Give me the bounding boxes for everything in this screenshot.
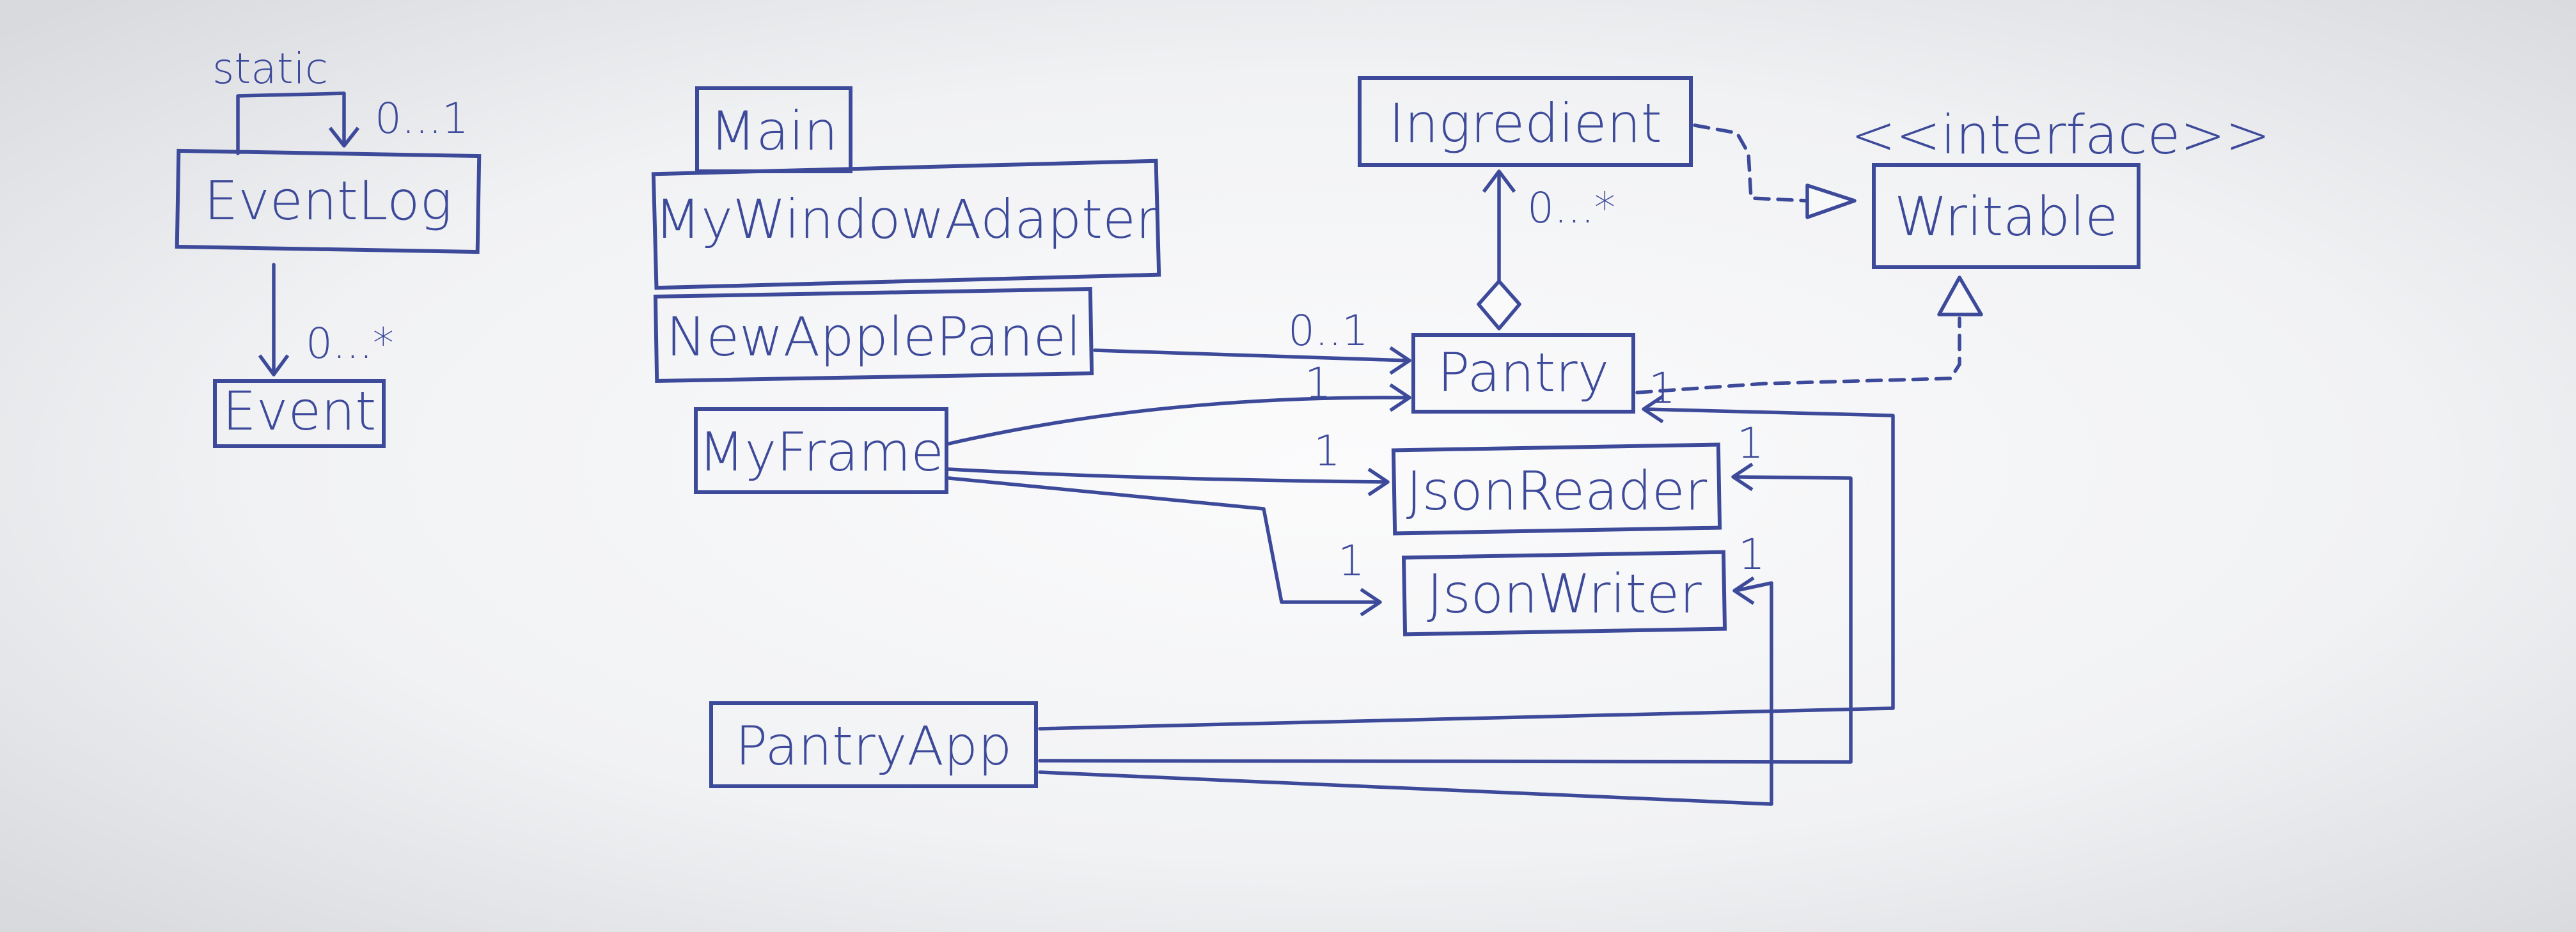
class-mywindowadapter-label: MyWindowAdapter <box>655 188 1158 251</box>
myframe-jsonwriter-multiplicity: 1 <box>1338 536 1365 586</box>
eventlog-self-multiplicity: 0...1 <box>375 94 469 143</box>
class-eventlog: EventLog <box>175 148 482 254</box>
class-jsonreader: JsonReader <box>1391 442 1722 536</box>
class-pantry: Pantry <box>1411 333 1635 414</box>
pantryapp-pantry-multiplicity: 1 <box>1649 364 1676 413</box>
class-newapplepanel-label: NewApplePanel <box>666 306 1081 368</box>
pantryapp-jsonreader-multiplicity: 1 <box>1737 419 1764 468</box>
class-newapplepanel: NewApplePanel <box>653 287 1094 383</box>
class-eventlog-label: EventLog <box>204 169 452 232</box>
class-main-label: Main <box>710 100 838 162</box>
pantryapp-jsonwriter-multiplicity: 1 <box>1738 530 1765 579</box>
class-jsonreader-label: JsonReader <box>1406 460 1708 522</box>
eventlog-static-label: static <box>212 44 328 93</box>
edge-newapplepanel-pantry: 0..1 <box>1093 306 1411 375</box>
edge-pantry-writable <box>1635 276 1983 394</box>
edge-myframe-pantry: 1 <box>947 359 1411 446</box>
edge-eventlog-self: static 0...1 <box>212 44 469 155</box>
class-jsonwriter-label: JsonWriter <box>1427 563 1702 625</box>
class-main: Main <box>695 86 852 173</box>
class-pantryapp: PantryApp <box>709 701 1038 788</box>
edge-eventlog-event: 0...* <box>258 263 394 377</box>
class-ingredient: Ingredient <box>1358 76 1693 167</box>
edge-pantryapp-pantry: 1 <box>1038 364 1895 731</box>
class-ingredient-label: Ingredient <box>1388 92 1661 155</box>
class-event-label: Event <box>223 380 377 442</box>
class-myframe: MyFrame <box>694 407 948 494</box>
class-mywindowadapter: MyWindowAdapter <box>651 159 1161 290</box>
class-writable: <<interface>> Writable <box>1851 104 2270 269</box>
class-pantry-label: Pantry <box>1438 341 1610 404</box>
class-myframe-label: MyFrame <box>698 421 944 483</box>
class-pantryapp-label: PantryApp <box>735 715 1012 777</box>
edge-myframe-jsonwriter: 1 <box>947 476 1382 617</box>
edge-myframe-jsonreader: 1 <box>947 426 1390 497</box>
class-writable-label: Writable <box>1894 185 2118 248</box>
writable-stereotype: <<interface>> <box>1851 104 2270 166</box>
class-event: Event <box>213 379 386 448</box>
class-jsonwriter: JsonWriter <box>1401 550 1727 637</box>
myframe-jsonreader-multiplicity: 1 <box>1314 426 1340 476</box>
edge-pantryapp-jsonreader: 1 <box>1038 419 1853 764</box>
ingredient-multiplicity: 0...* <box>1527 183 1615 233</box>
myframe-pantry-multiplicity: 1 <box>1305 359 1331 408</box>
newapplepanel-pantry-multiplicity: 0..1 <box>1288 306 1369 355</box>
edge-ingredient-writable <box>1693 123 1857 219</box>
eventlog-event-multiplicity: 0...* <box>306 319 394 368</box>
edge-pantryapp-jsonwriter: 1 <box>1038 530 1773 806</box>
edge-pantry-ingredient: 0...* <box>1477 169 1615 330</box>
